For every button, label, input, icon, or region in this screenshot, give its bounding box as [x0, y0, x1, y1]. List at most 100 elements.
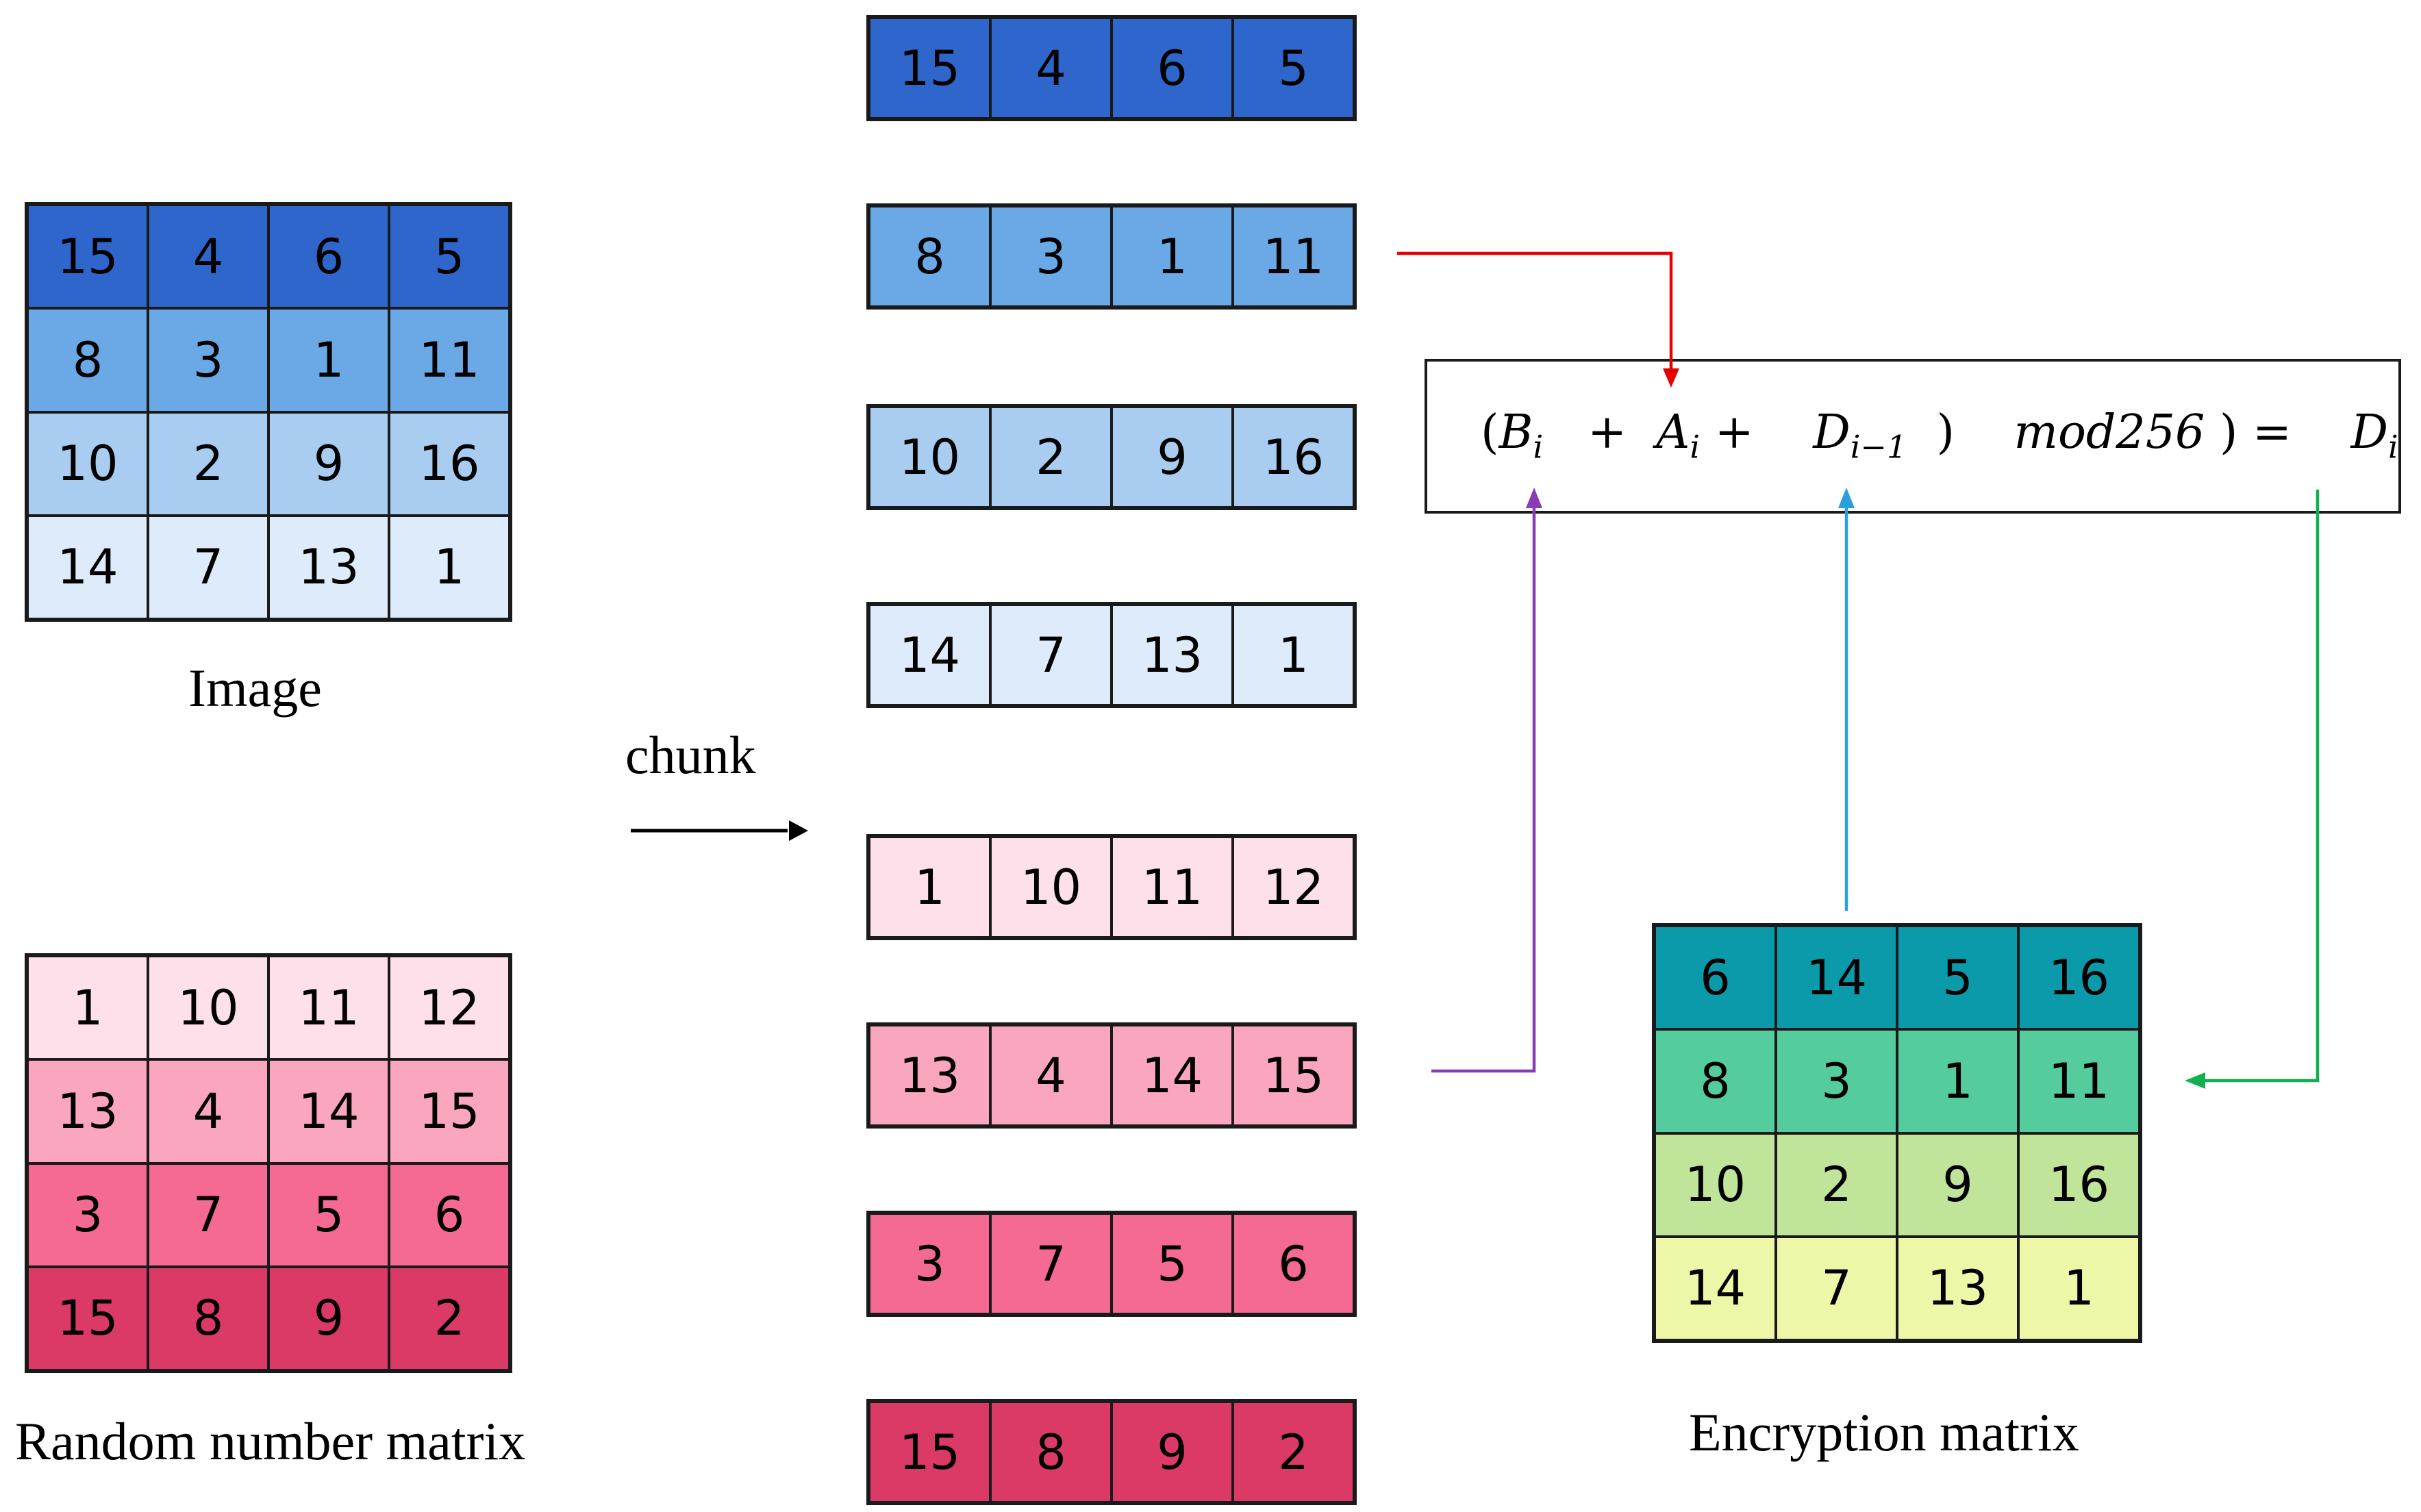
- chunk-cell: 6: [1233, 1213, 1354, 1314]
- chunk-row: 15 8 9 2: [866, 1399, 1357, 1505]
- formula-a-sub: i: [1690, 428, 1701, 466]
- chunk-row: 15 4 6 5: [866, 15, 1357, 121]
- chunk-row: 13 4 14 15: [866, 1022, 1357, 1129]
- encryption-cell: 11: [2018, 1029, 2140, 1133]
- encryption-cell: 8: [1655, 1029, 1776, 1133]
- image-cell: 3: [148, 308, 268, 412]
- encryption-cell: 2: [1776, 1133, 1897, 1237]
- chunk-cell: 2: [1233, 1402, 1354, 1502]
- formula-d-prev: D: [1813, 405, 1851, 459]
- chunk-cell: 9: [1112, 407, 1233, 507]
- chunk-cell: 4: [990, 1025, 1112, 1126]
- chunk-cell: 1: [1233, 605, 1354, 705]
- random-cell: 15: [27, 1266, 148, 1370]
- encryption-cell: 10: [1655, 1133, 1776, 1237]
- chunk-cell: 8: [869, 206, 990, 307]
- chunk-cell: 3: [869, 1213, 990, 1314]
- image-cell: 10: [27, 412, 148, 516]
- image-cell: 1: [268, 308, 389, 412]
- chunk-cell: 4: [990, 18, 1112, 118]
- image-cell: 16: [389, 412, 510, 516]
- chunk-cell: 6: [1112, 18, 1233, 118]
- image-cell: 4: [148, 205, 268, 309]
- encryption-cell: 1: [1897, 1029, 2018, 1133]
- random-cell: 1: [27, 956, 148, 1060]
- chunk-cell: 15: [869, 1402, 990, 1502]
- chunk-cell: 1: [869, 837, 990, 937]
- formula-d-sub: i: [2387, 428, 2398, 466]
- formula-mod: mod256: [2014, 405, 2205, 459]
- random-cell: 14: [268, 1059, 389, 1163]
- random-cell: 7: [148, 1163, 268, 1267]
- random-cell: 6: [389, 1163, 510, 1267]
- encryption-cell: 13: [1897, 1236, 2018, 1340]
- image-cell: 1: [389, 515, 510, 619]
- image-cell: 13: [268, 515, 389, 619]
- purple-arrow: [1431, 507, 1536, 1073]
- encryption-cell: 16: [2018, 926, 2140, 1030]
- chunk-cell: 14: [869, 605, 990, 705]
- random-cell: 15: [389, 1059, 510, 1163]
- chunk-row: 1 10 11 12: [866, 834, 1357, 940]
- image-matrix: 15 4 6 5 8 3 1 11 10 2 9 16 14 7 13 1: [25, 202, 512, 622]
- chunk-cell: 13: [869, 1025, 990, 1126]
- chunk-cell: 13: [1112, 605, 1233, 705]
- encryption-matrix-caption: Encryption matrix: [1689, 1402, 2079, 1462]
- chunk-cell: 15: [1233, 1025, 1354, 1126]
- random-cell: 2: [389, 1266, 510, 1370]
- formula-b: B: [1498, 405, 1533, 459]
- encryption-cell: 9: [1897, 1133, 2018, 1237]
- chunk-cell: 11: [1233, 206, 1354, 307]
- encryption-cell: 7: [1776, 1236, 1897, 1340]
- chunk-cell: 10: [990, 837, 1112, 937]
- image-cell: 15: [27, 205, 148, 309]
- random-cell: 13: [27, 1059, 148, 1163]
- chunk-cell: 10: [869, 407, 990, 507]
- chunk-cell: 5: [1112, 1213, 1233, 1314]
- chunk-cell: 7: [990, 1213, 1112, 1314]
- chunk-cell: 12: [1233, 837, 1354, 937]
- chunk-cell: 3: [990, 206, 1112, 307]
- encryption-cell: 16: [2018, 1133, 2140, 1237]
- green-arrow-head: [2185, 1072, 2205, 1089]
- formula-a: A: [1656, 405, 1690, 459]
- formula-d-prev-sub: i−1: [1850, 428, 1907, 466]
- green-arrow: [2204, 490, 2320, 1083]
- random-matrix-caption: Random number matrix: [15, 1411, 526, 1471]
- image-cell: 5: [389, 205, 510, 309]
- image-cell: 7: [148, 515, 268, 619]
- chunk-cell: 1: [1112, 206, 1233, 307]
- encryption-cell: 5: [1897, 926, 2018, 1030]
- chunk-cell: 15: [869, 18, 990, 118]
- chunk-cell: 11: [1112, 837, 1233, 937]
- random-cell: 5: [268, 1163, 389, 1267]
- chunk-cell: 2: [990, 407, 1112, 507]
- chunk-cell: 9: [1112, 1402, 1233, 1502]
- red-arrow-head: [1663, 368, 1679, 388]
- random-number-matrix: 1 10 11 12 13 4 14 15 3 7 5 6 15 8 9 2: [25, 953, 512, 1373]
- image-cell: 9: [268, 412, 389, 516]
- formula-d: D: [2350, 405, 2388, 459]
- encryption-cell: 6: [1655, 926, 1776, 1030]
- random-cell: 8: [148, 1266, 268, 1370]
- image-cell: 14: [27, 515, 148, 619]
- random-cell: 9: [268, 1266, 389, 1370]
- blue-arrow-head: [1838, 488, 1855, 508]
- chunk-row: 3 7 5 6: [866, 1211, 1357, 1317]
- image-cell: 6: [268, 205, 389, 309]
- encryption-cell: 1: [2018, 1236, 2140, 1340]
- chunk-row: 8 3 1 11: [866, 203, 1357, 310]
- image-cell: 11: [389, 308, 510, 412]
- chunk-row: 14 7 13 1: [866, 602, 1357, 708]
- image-caption: Image: [188, 658, 322, 718]
- chunk-label: chunk: [625, 725, 756, 785]
- random-cell: 10: [148, 956, 268, 1060]
- encryption-matrix: 6 14 5 16 8 3 1 11 10 2 9 16 14 7 13 1: [1652, 923, 2142, 1343]
- chunk-cell: 8: [990, 1402, 1112, 1502]
- red-arrow: [1397, 251, 1673, 370]
- encryption-formula: (Bi + Ai + Di−1 ) mod256 ) = Di: [1481, 405, 2398, 466]
- chunk-cell: 5: [1233, 18, 1354, 118]
- chunk-cell: 16: [1233, 407, 1354, 507]
- chunk-cell: 7: [990, 605, 1112, 705]
